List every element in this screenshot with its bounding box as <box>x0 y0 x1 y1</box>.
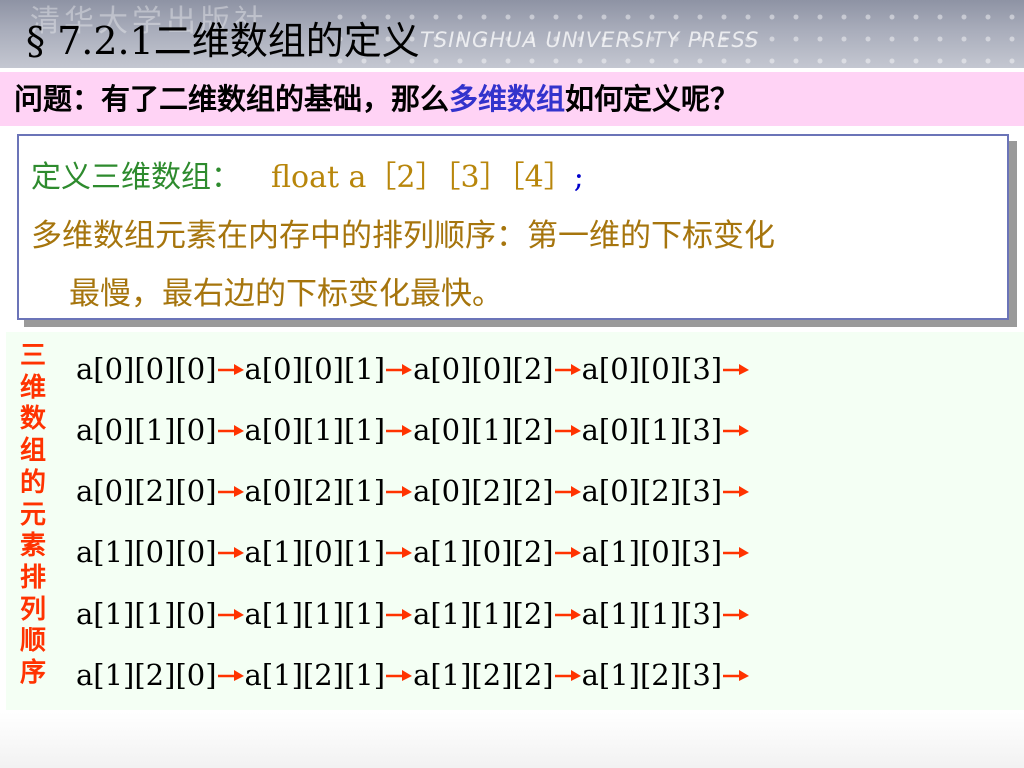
arrow-right-icon <box>554 484 581 498</box>
arrow-right-icon <box>386 545 413 559</box>
side-label-char: 顺 <box>19 626 46 657</box>
array-element: a[1][0][1] <box>244 535 386 569</box>
arrow-right-icon <box>723 484 750 498</box>
arrow-right-icon <box>723 607 750 621</box>
array-element: a[1][1][2] <box>413 597 554 631</box>
arrow-right-icon <box>723 362 750 376</box>
arrow-right-icon <box>554 423 581 437</box>
question-band: 问题：有了二维数组的基础，那么多维数组如何定义呢？ <box>0 72 1024 126</box>
slide-header: 清华大学出版社 TSINGHUA UNIVERSITY PRESS § 7.2.… <box>0 0 1024 68</box>
publisher-watermark-cn: 清华大学出版社 <box>30 4 268 39</box>
side-label-char: 数 <box>19 404 46 435</box>
array-element: a[0][2][1] <box>244 474 386 508</box>
arrow-right-icon <box>554 545 581 559</box>
arrow-right-icon <box>217 423 244 437</box>
arrow-right-icon <box>217 668 244 682</box>
array-element: a[0][2][0] <box>76 474 217 508</box>
side-label-char: 维 <box>19 372 46 403</box>
arrow-right-icon <box>554 668 581 682</box>
definition-box: 定义三维数组： float a［2］［3］［4］; 多维数组元素在内存中的排列顺序… <box>17 134 1009 320</box>
array-element: a[1][0][3] <box>581 535 723 569</box>
array-element: a[1][1][1] <box>244 597 386 631</box>
side-label-char: 排 <box>19 562 46 593</box>
arrow-right-icon <box>386 423 413 437</box>
element-row: a[0][0][0] a[0][0][1] a[0][0][2] a[0][0][3] <box>76 349 750 389</box>
side-label-char: 三 <box>19 341 46 371</box>
side-label-char: 组 <box>19 436 46 467</box>
arrow-right-icon <box>386 607 413 621</box>
arrow-right-icon <box>217 607 244 621</box>
arrow-right-icon <box>386 668 413 682</box>
question-prefix: 问题：有了二维数组的基础，那么 <box>14 82 450 116</box>
bottom-band <box>0 712 1024 768</box>
arrow-right-icon <box>554 607 581 621</box>
array-element: a[0][1][2] <box>413 413 554 447</box>
element-row: a[0][2][0] a[0][2][1] a[0][2][2] a[0][2][3] <box>76 471 750 511</box>
array-element: a[1][0][0] <box>76 535 217 569</box>
arrow-right-icon <box>217 362 244 376</box>
arrow-right-icon <box>386 362 413 376</box>
definition-label: 定义三维数组： <box>31 160 241 195</box>
array-element: a[0][0][3] <box>581 352 723 386</box>
definition-code: float a［2］［3］［4］ <box>271 160 574 195</box>
array-element: a[1][2][3] <box>581 658 723 692</box>
question-highlight: 多维数组 <box>449 82 566 116</box>
side-label-char: 素 <box>19 531 46 562</box>
element-row: a[0][1][0] a[0][1][1] a[0][1][2] a[0][1][3] <box>76 410 750 450</box>
array-element: a[0][0][1] <box>244 352 386 386</box>
array-element: a[1][2][1] <box>244 658 386 692</box>
array-element: a[1][2][2] <box>413 658 554 692</box>
array-element: a[0][2][3] <box>581 474 723 508</box>
arrow-right-icon <box>723 423 750 437</box>
definition-semicolon: ; <box>573 160 584 195</box>
definition-line-2: 多维数组元素在内存中的排列顺序：第一维的下标变化 <box>31 218 775 254</box>
element-row: a[1][2][0] a[1][2][1] a[1][2][2] a[1][2][3] <box>76 655 750 695</box>
element-row: a[1][0][0] a[1][0][1] a[1][0][2] a[1][0][3] <box>76 532 750 572</box>
arrow-right-icon <box>217 484 244 498</box>
array-element: a[1][1][0] <box>76 597 217 631</box>
arrow-right-icon <box>723 545 750 559</box>
arrow-right-icon <box>554 362 581 376</box>
side-label-char: 序 <box>19 658 46 689</box>
header-dot-pattern <box>324 0 1024 68</box>
slide-title: § 7.2.1二维数组的定义 <box>26 19 420 63</box>
array-element: a[1][0][2] <box>413 535 554 569</box>
array-element: a[0][2][2] <box>413 474 554 508</box>
arrow-right-icon <box>217 545 244 559</box>
publisher-watermark-en: TSINGHUA UNIVERSITY PRESS <box>420 28 760 52</box>
array-element: a[0][1][1] <box>244 413 386 447</box>
definition-line-3: 最慢，最右边的下标变化最快。 <box>69 276 503 312</box>
side-label-char: 的 <box>19 467 46 498</box>
side-label-element-order: 三维数组的元素排列顺序 <box>16 341 50 690</box>
array-element: a[1][2][0] <box>76 658 217 692</box>
array-element: a[0][1][0] <box>76 413 217 447</box>
arrow-right-icon <box>386 484 413 498</box>
question-suffix: 如何定义呢？ <box>565 82 740 116</box>
array-element: a[0][0][2] <box>413 352 554 386</box>
definition-line-1: 定义三维数组： float a［2］［3］［4］; <box>31 152 584 196</box>
arrow-right-icon <box>723 668 750 682</box>
array-element: a[1][1][3] <box>581 597 723 631</box>
array-element: a[0][0][0] <box>76 352 217 386</box>
side-label-char: 元 <box>19 499 46 530</box>
element-row: a[1][1][0] a[1][1][1] a[1][1][2] a[1][1][3] <box>76 594 750 634</box>
side-label-char: 列 <box>19 594 46 625</box>
element-order-area <box>6 332 1024 710</box>
array-element: a[0][1][3] <box>581 413 723 447</box>
